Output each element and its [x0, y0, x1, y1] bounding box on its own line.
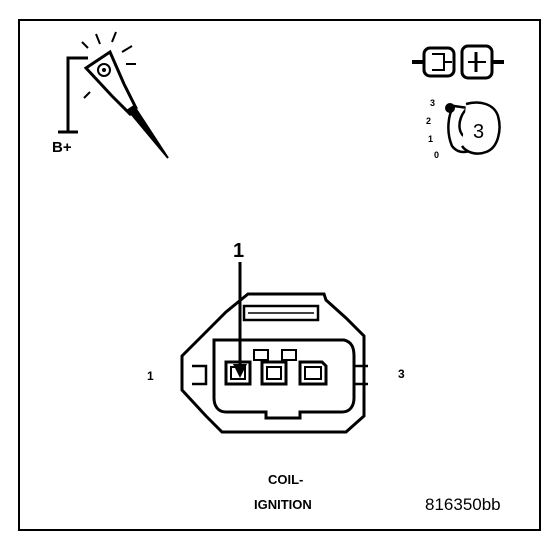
terminal-cavity-3	[298, 360, 328, 386]
disconnected-connector-icon	[412, 44, 504, 80]
connector-face	[180, 292, 368, 434]
figure-id: 816350bb	[425, 495, 501, 514]
callout-arrow	[233, 262, 247, 378]
b-plus-label: B+	[52, 139, 72, 156]
ignition-scale-3: 3	[430, 98, 435, 108]
pin-label-left: 1	[147, 369, 154, 383]
terminal-cavity-2	[260, 360, 288, 386]
ignition-scale-0: 0	[434, 150, 439, 160]
callout-number: 1	[233, 240, 244, 262]
ignition-scale-2: 2	[426, 116, 431, 126]
diagram-border	[18, 19, 541, 531]
ignition-key-position: 3	[473, 121, 484, 143]
test-lamp-icon	[58, 31, 169, 159]
ignition-key-icon	[445, 101, 501, 155]
pin-label-right: 3	[398, 367, 405, 381]
component-title-line2: IGNITION	[254, 497, 312, 512]
ignition-scale-1: 1	[428, 134, 433, 144]
component-title-line1: COIL-	[268, 472, 303, 487]
